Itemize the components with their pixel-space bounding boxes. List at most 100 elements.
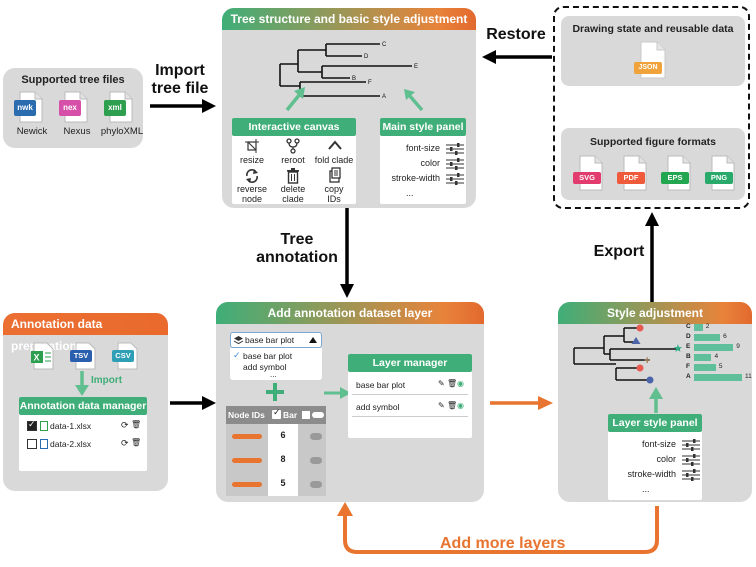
plus-symbol-icon: +	[644, 355, 650, 367]
bar-leaf-label: D	[686, 333, 691, 340]
layer-manager-title: Layer manager	[348, 354, 472, 372]
tree-structure-title: Tree structure and basic style adjustmen…	[222, 8, 476, 30]
plus-icon[interactable]	[266, 383, 284, 401]
trash-icon[interactable]: 🗑	[447, 379, 458, 388]
refresh-icon[interactable]: ⟳	[121, 438, 129, 448]
tool-delete-clade-label[interactable]: delete clade	[280, 184, 306, 204]
extra-checkbox[interactable]	[302, 411, 310, 419]
main-style-font-size-slider-icon[interactable]	[446, 143, 464, 155]
toggle-icon[interactable]	[312, 412, 324, 418]
reroot-icon[interactable]	[286, 138, 300, 154]
layer-item-label[interactable]: base bar plot	[356, 380, 406, 390]
bar-leaf-label: C	[686, 323, 691, 330]
bar-mark	[694, 354, 712, 361]
bar-leaf-label: E	[686, 343, 691, 350]
bar-value-label: 5	[718, 363, 723, 370]
import-arrow	[150, 99, 216, 113]
eps-badge: EPS	[661, 172, 689, 184]
tool-resize-label[interactable]: resize	[239, 155, 264, 165]
layer-style-font-size[interactable]: font-size	[641, 439, 676, 449]
file-checkbox[interactable]	[27, 439, 37, 449]
layer-style-up-arrow	[649, 387, 663, 413]
rotate-icon[interactable]	[245, 169, 259, 183]
main-style-stroke-width[interactable]: stroke-width	[391, 173, 440, 183]
to-layer-manager-arrow	[324, 387, 351, 399]
bar-value: 5	[280, 478, 286, 488]
dropdown-value: base bar plot	[245, 335, 295, 345]
trash-icon[interactable]: 🗑	[447, 401, 458, 410]
bar-value-label: 6	[723, 333, 727, 340]
tree-leaf-d: D	[364, 54, 369, 60]
toggle-pill	[310, 433, 322, 440]
check-icon: ✓	[233, 350, 241, 360]
eye-icon[interactable]: ◉	[457, 401, 464, 410]
layer-style-color[interactable]: color	[656, 454, 676, 464]
main-style-stroke-width-slider-icon[interactable]	[446, 173, 464, 185]
layer-style-stroke-width-slider-icon[interactable]	[682, 469, 700, 481]
svg-badge: SVG	[573, 172, 601, 184]
edit-icon[interactable]: ✎	[438, 401, 445, 410]
layer-style-more: ...	[642, 484, 650, 494]
refresh-icon[interactable]: ⟳	[121, 420, 129, 430]
data-file-name[interactable]: data-1.xlsx	[50, 421, 92, 431]
resize-icon[interactable]	[245, 139, 259, 153]
excel-file-icon: X	[31, 342, 54, 370]
col-bar: Bar	[283, 410, 298, 420]
dropdown-option-add-symbol[interactable]: add symbol	[243, 362, 287, 372]
tree-structure-panel: Tree structure and basic style adjustmen…	[222, 8, 476, 208]
bar-checkbox[interactable]: ✓	[272, 407, 281, 419]
import-down-arrow	[75, 371, 89, 396]
data-file-name[interactable]: data-2.xlsx	[50, 439, 92, 449]
eye-icon[interactable]: ◉	[457, 379, 464, 388]
layer-row-divider	[352, 394, 468, 395]
main-style-color-slider-icon[interactable]	[446, 158, 464, 170]
node-id-pill	[232, 458, 262, 463]
file-checkbox[interactable]	[27, 421, 37, 431]
trash-icon[interactable]: 🗑	[131, 438, 142, 447]
star-icon: ★	[673, 343, 683, 355]
copy-icon[interactable]	[329, 167, 341, 183]
layers-icon	[233, 336, 244, 345]
tool-copy-ids-label[interactable]: copy IDs	[324, 184, 344, 204]
tool-reverse-node-label[interactable]: reverse node	[236, 184, 267, 204]
export-arrow	[645, 212, 659, 302]
chevron-up-icon[interactable]	[328, 140, 342, 150]
tree-leaf-b: B	[352, 76, 356, 82]
trash-icon[interactable]	[287, 168, 299, 184]
nex-badge: nex	[59, 100, 81, 116]
bar-value-label: 9	[736, 343, 740, 350]
layer-style-font-size-slider-icon[interactable]	[682, 439, 700, 451]
json-file-icon	[640, 41, 666, 79]
bar-value: 8	[280, 454, 286, 464]
layer-item-label[interactable]: add symbol	[356, 402, 400, 412]
layer-manager: Layer manager base bar plot✎🗑◉add symbol…	[348, 354, 472, 438]
bar-mark	[694, 374, 742, 381]
bar-value-label: 11	[745, 373, 752, 380]
spreadsheet-icon	[40, 439, 48, 449]
supported-tree-files-title: Supported tree files	[21, 74, 125, 86]
png-badge: PNG	[705, 172, 733, 184]
dropdown-option-base-bar[interactable]: base bar plot	[243, 351, 293, 361]
import-tree-label: Import tree file	[151, 62, 209, 97]
layer-style-stroke-width[interactable]: stroke-width	[627, 469, 676, 479]
tool-reroot-label[interactable]: reroot	[281, 155, 305, 165]
main-style-font-size[interactable]: font-size	[405, 143, 440, 153]
style-adjustment-title: Style adjustment	[558, 302, 752, 324]
drawing-state-title: Drawing state and reusable data	[572, 23, 734, 35]
main-style-color[interactable]: color	[420, 158, 440, 168]
annotation-prep-panel: Annotation data preparation X TSV CSV Im…	[3, 313, 168, 491]
tool-fold-clade-label[interactable]: fold clade	[314, 155, 354, 165]
layer-to-style-arrow	[490, 396, 553, 410]
interactive-canvas-title: Interactive canvas	[232, 118, 356, 136]
layer-style-color-slider-icon[interactable]	[682, 454, 700, 466]
trash-icon[interactable]: 🗑	[131, 420, 142, 429]
xml-badge: xml	[104, 100, 126, 116]
edit-icon[interactable]: ✎	[438, 379, 445, 388]
tree-preview: C D E B F A	[230, 34, 468, 106]
style-panel-up-arrow	[404, 89, 424, 112]
layer-type-dropdown[interactable]: base bar plot	[230, 332, 322, 348]
